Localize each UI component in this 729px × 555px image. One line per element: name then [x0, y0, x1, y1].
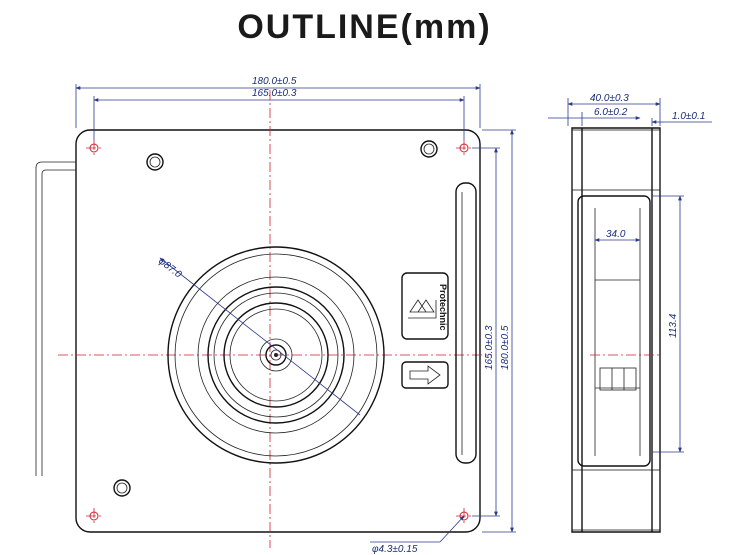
side-view: 40.0±0.3 6.0±0.2 1.0±0.1 34.0 113.4: [548, 93, 712, 533]
inner-height-dim: 113.4: [668, 313, 679, 338]
right-arrow-icon: [409, 365, 441, 385]
overall-width-dim: 180.0±0.5: [252, 76, 297, 87]
flange-offset-dim: 1.0±0.1: [672, 111, 705, 122]
fan-frame: [75, 129, 481, 533]
front-view: φ87.0 Protechnic 180.0±0.5 165.0±0.3 165…: [35, 76, 516, 555]
hole-pitch-height-dim: 165.0±0.3: [484, 325, 495, 370]
airflow-arrow: [401, 361, 449, 389]
overall-height-dim: 180.0±0.5: [500, 325, 511, 370]
flange-thickness-dim: 6.0±0.2: [594, 107, 628, 118]
frame-bosses: [113, 140, 438, 497]
hole-pitch-width-dim: 165.0±0.3: [252, 88, 297, 99]
depth-dim: 40.0±0.3: [590, 93, 629, 104]
side-slot: [455, 182, 477, 464]
hub: [167, 246, 385, 464]
mounting-holes: [86, 140, 472, 524]
page-title: OUTLINE(mm): [237, 8, 492, 46]
lead-wires: [35, 161, 76, 476]
logo-text: Protechnic: [438, 284, 448, 331]
protechnic-logo: Protechnic: [401, 272, 449, 340]
hub-diameter-label: φ87.0: [156, 256, 184, 281]
hole-diameter-dim: φ4.3±0.15: [372, 544, 418, 555]
inner-depth-dim: 34.0: [606, 229, 626, 240]
